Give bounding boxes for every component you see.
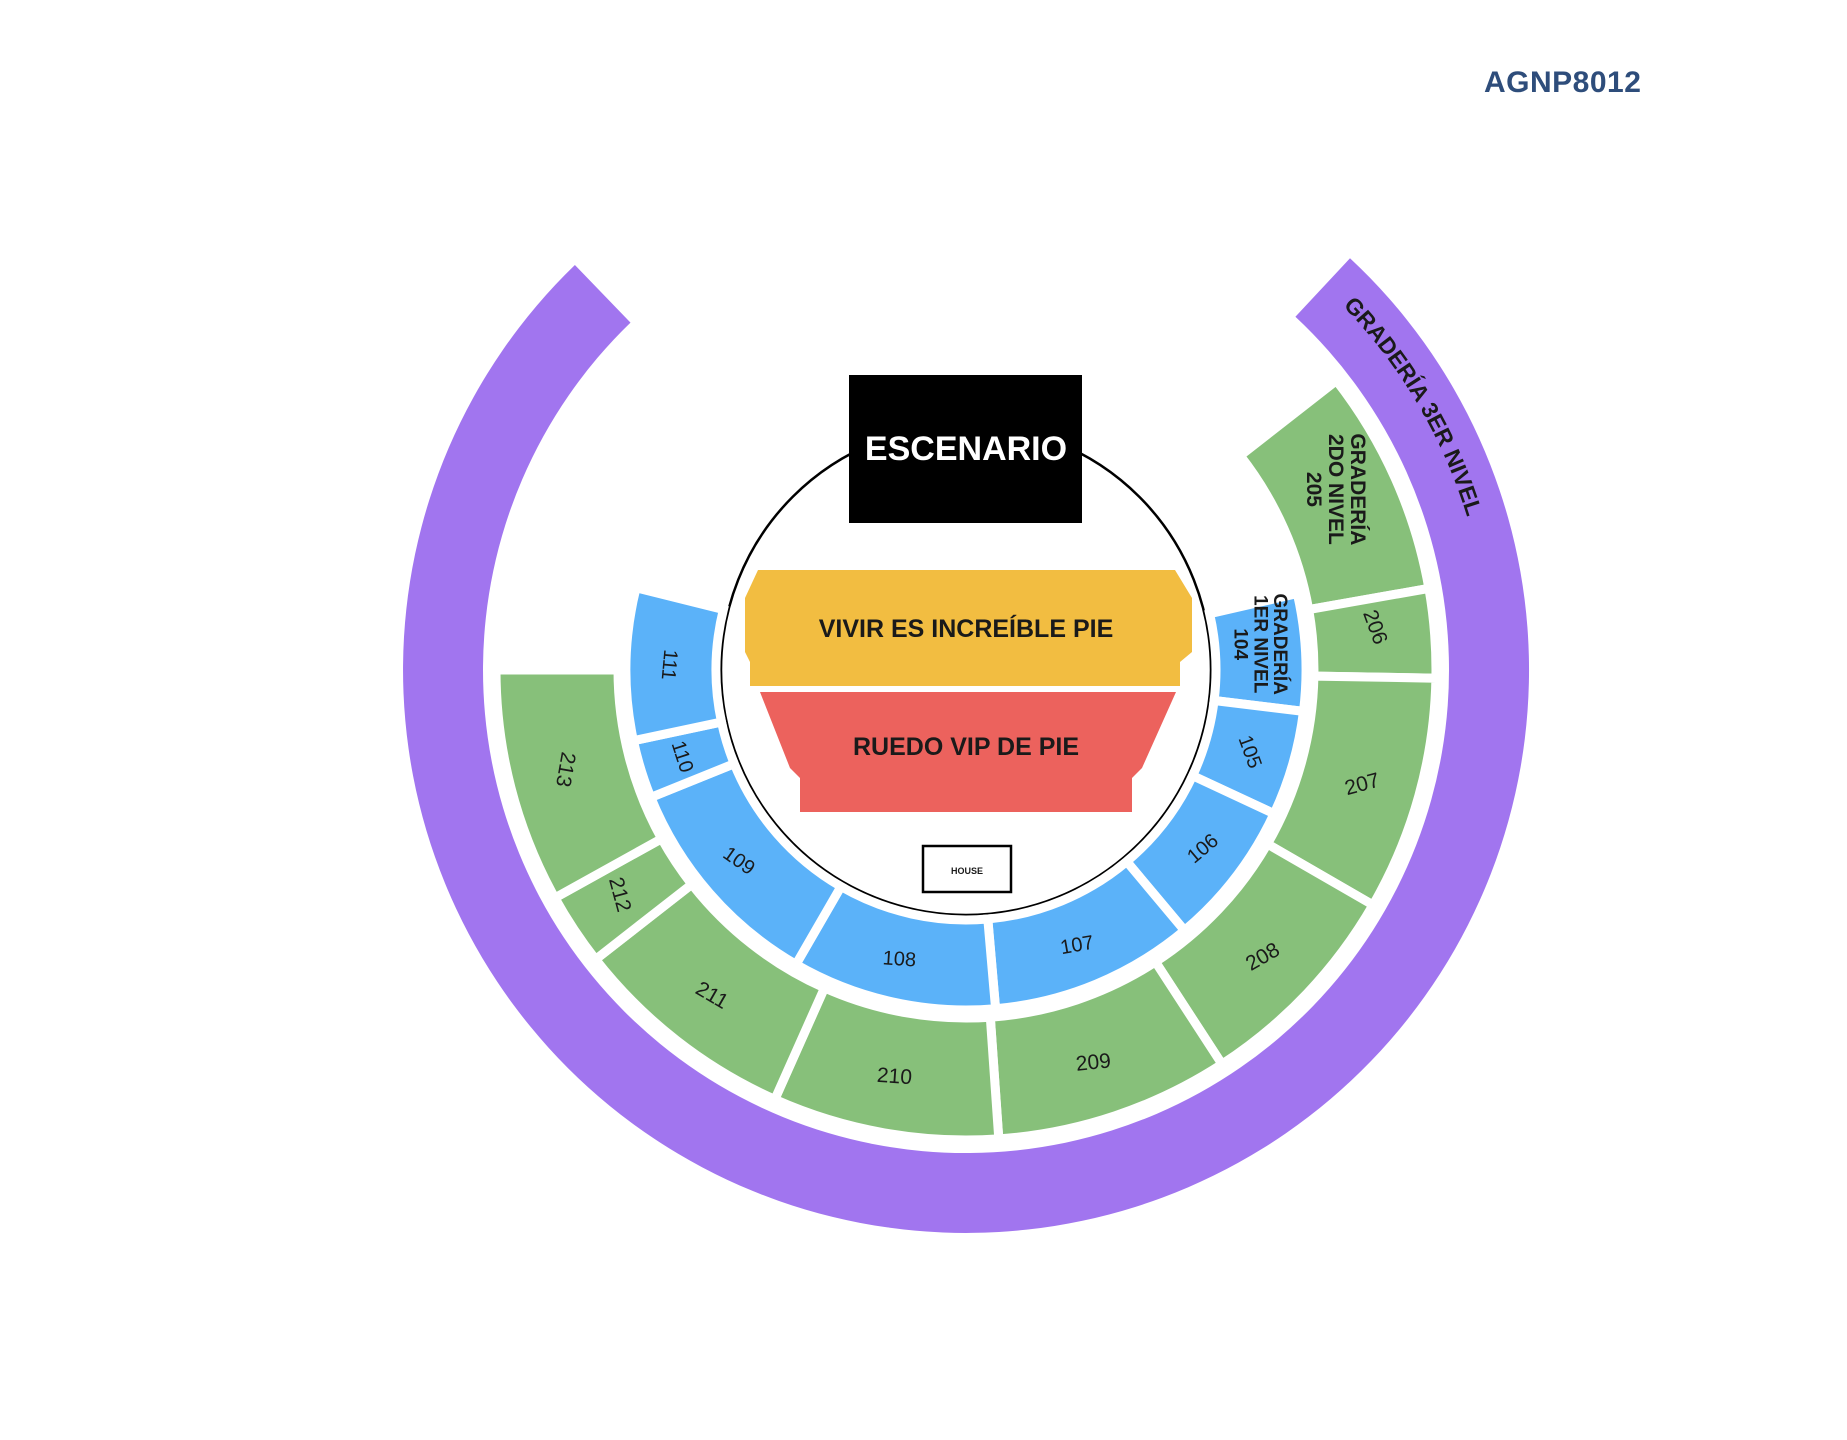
tier3-arc-section[interactable] <box>403 258 1530 1233</box>
section-108[interactable] <box>789 880 1001 1015</box>
section-107[interactable] <box>982 855 1191 1014</box>
section-109[interactable] <box>644 757 848 971</box>
section-label-111: 111 <box>657 649 682 681</box>
vip-floor-section[interactable] <box>760 692 1176 812</box>
section-209[interactable] <box>985 955 1229 1144</box>
section-104[interactable] <box>1204 588 1311 717</box>
section-106[interactable] <box>1120 769 1281 937</box>
section-label-205: GRADERÍA2DO NIVEL205 <box>1302 433 1369 545</box>
section-205[interactable] <box>1233 374 1435 615</box>
section-211[interactable] <box>589 877 831 1106</box>
section-label-104: GRADERÍA1ER NIVEL104 <box>1229 594 1291 696</box>
stage-label: ESCENARIO <box>865 430 1067 468</box>
section-label-209: 209 <box>1075 1049 1112 1076</box>
vip-floor-label: RUEDO VIP DE PIE <box>853 733 1079 761</box>
tier2-sections: GRADERÍA2DO NIVEL20520620720820921021121… <box>491 374 1441 1145</box>
event-code: AGNP8012 <box>1484 66 1642 99</box>
section-label-210: 210 <box>876 1064 913 1089</box>
section-213[interactable] <box>491 665 668 905</box>
section-208[interactable] <box>1149 837 1380 1071</box>
section-206[interactable] <box>1303 583 1441 683</box>
house-booth <box>921 844 1013 894</box>
stage <box>849 375 1082 523</box>
section-111[interactable] <box>621 582 729 747</box>
section-label-108: 108 <box>882 947 917 971</box>
general-admission-label: VIVIR ES INCREÍBLE PIE <box>819 614 1114 643</box>
section-207[interactable] <box>1261 671 1441 912</box>
tier1-sections: GRADERÍA1ER NIVEL10410510610710810911011… <box>621 582 1311 1015</box>
house-booth-label: HOUSE <box>951 866 983 876</box>
section-210[interactable] <box>768 981 1004 1145</box>
general-admission-section[interactable] <box>745 570 1192 686</box>
section-212[interactable] <box>548 832 699 966</box>
